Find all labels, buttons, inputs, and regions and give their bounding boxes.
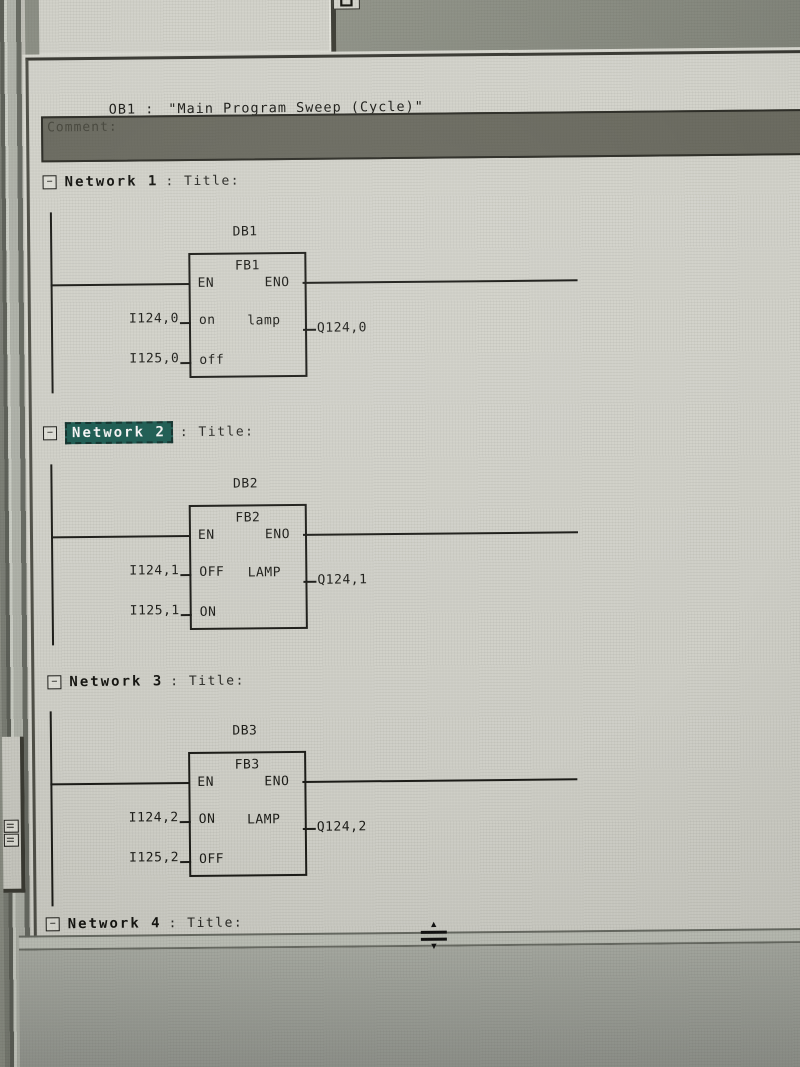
splitter-bar — [420, 930, 447, 934]
connector-wire — [303, 580, 317, 583]
network-4-title[interactable]: : Title: — [168, 915, 244, 931]
fb-name: FB1 — [234, 258, 260, 274]
network-1-header: − Network 1 : Title: — [42, 173, 241, 191]
background-window-panel — [38, 0, 337, 61]
arrow-up-icon: ▲ — [430, 919, 437, 930]
fragment-button-icon[interactable] — [3, 819, 19, 833]
network-2-diagram: DB2 FB2 EN ENO OFF LAMP ON I124,1 I125,1… — [50, 464, 652, 679]
lower-pane — [18, 942, 800, 1067]
partial-glyph-icon — [340, 0, 353, 7]
input-param-2: off — [199, 352, 225, 368]
collapse-icon[interactable]: − — [42, 175, 57, 190]
eno-pin: ENO — [264, 275, 290, 291]
fb-call-block[interactable]: FB1 EN ENO on lamp off — [188, 251, 308, 379]
connector-wire — [303, 328, 317, 331]
network-4-label[interactable]: Network 4 — [67, 915, 162, 933]
output-operand[interactable]: Q124,1 — [317, 572, 368, 588]
input-operand-2[interactable]: I125,1 — [129, 603, 180, 619]
connector-wire — [180, 861, 192, 864]
fragment-button-icon[interactable] — [3, 833, 19, 847]
arrow-down-icon: ▼ — [431, 941, 437, 952]
minus-glyph: − — [51, 676, 58, 688]
collapse-icon[interactable]: − — [42, 426, 58, 441]
fb-name: FB3 — [234, 757, 260, 773]
split-resize-handle-icon[interactable]: ▲ ▼ — [417, 919, 451, 961]
eno-pin: ENO — [264, 774, 290, 790]
rung-wire — [302, 778, 578, 783]
network-4-header: − Network 4 : Title: — [45, 915, 244, 933]
comment-label: Comment: — [47, 119, 118, 136]
rung-wire — [302, 279, 578, 284]
output-param: lamp — [247, 313, 281, 329]
connector-wire — [180, 361, 192, 365]
connector-wire — [179, 821, 191, 824]
collapse-icon[interactable]: − — [47, 675, 62, 690]
input-operand-2[interactable]: I125,0 — [129, 351, 180, 367]
input-param-1: ON — [198, 811, 216, 827]
network-2-label-selected[interactable]: Network 2 — [64, 421, 173, 445]
network-3-label[interactable]: Network 3 — [69, 673, 164, 691]
network-3-diagram: DB3 FB3 EN ENO ON LAMP OFF I124,2 I125,2… — [49, 711, 652, 926]
input-operand-2[interactable]: I125,2 — [129, 850, 180, 866]
db-instance-label[interactable]: DB1 — [232, 224, 258, 240]
rung-wire — [302, 531, 578, 536]
network-1-label[interactable]: Network 1 — [64, 173, 159, 191]
input-operand-1[interactable]: I124,1 — [129, 563, 180, 579]
power-rail — [49, 711, 54, 907]
minus-glyph: − — [46, 176, 53, 188]
lad-editor-window: OB1 :"Main Program Sweep (Cycle)" Commen… — [25, 50, 800, 1067]
network-2-title[interactable]: : Title: — [179, 423, 255, 440]
desktop-area — [335, 0, 800, 59]
input-param-2: ON — [199, 604, 217, 620]
connector-wire — [179, 321, 191, 325]
eno-pin: ENO — [264, 527, 291, 543]
rung-wire — [50, 782, 190, 786]
output-operand[interactable]: Q124,0 — [316, 320, 368, 336]
en-pin: EN — [197, 774, 215, 790]
collapse-icon[interactable]: − — [45, 917, 60, 932]
network-2-header: − Network 2 : Title: — [42, 421, 255, 445]
lad-document: OB1 :"Main Program Sweep (Cycle)" Commen… — [40, 57, 800, 940]
fb-call-block[interactable]: FB2 EN ENO OFF LAMP ON — [188, 503, 308, 631]
en-pin: EN — [197, 275, 215, 291]
power-rail — [50, 464, 55, 646]
splitter-bar — [420, 937, 447, 941]
input-operand-1[interactable]: I124,0 — [128, 311, 179, 327]
minus-glyph: − — [49, 918, 56, 930]
minus-glyph: − — [46, 427, 54, 439]
connector-wire — [180, 574, 192, 577]
rung-wire — [50, 283, 190, 287]
rung-wire — [50, 535, 191, 539]
db-instance-label[interactable]: DB2 — [232, 476, 259, 492]
output-param: LAMP — [247, 565, 282, 581]
toolbar-icon[interactable] — [332, 0, 360, 10]
input-param-1: OFF — [199, 564, 225, 580]
connector-wire — [302, 827, 316, 830]
en-pin: EN — [197, 527, 215, 543]
input-operand-1[interactable]: I124,2 — [128, 810, 179, 826]
network-3-header: − Network 3 : Title: — [47, 672, 245, 690]
fb-name: FB2 — [235, 510, 261, 526]
network-3-title[interactable]: : Title: — [170, 672, 245, 689]
fb-call-block[interactable]: FB3 EN ENO ON LAMP OFF — [188, 750, 308, 878]
input-param-1: on — [198, 312, 216, 328]
input-param-2: OFF — [199, 851, 225, 867]
background-window-fragment — [1, 736, 26, 893]
connector-wire — [180, 614, 192, 617]
network-1-diagram: DB1 FB1 EN ENO on lamp off I124,0 I125,0… — [49, 212, 652, 427]
power-rail — [49, 212, 54, 394]
comment-bar[interactable]: Comment: — [40, 108, 800, 163]
network-1-title[interactable]: : Title: — [165, 173, 241, 189]
output-param: LAMP — [247, 812, 281, 828]
output-operand[interactable]: Q124,2 — [316, 819, 367, 835]
db-instance-label[interactable]: DB3 — [232, 723, 258, 739]
